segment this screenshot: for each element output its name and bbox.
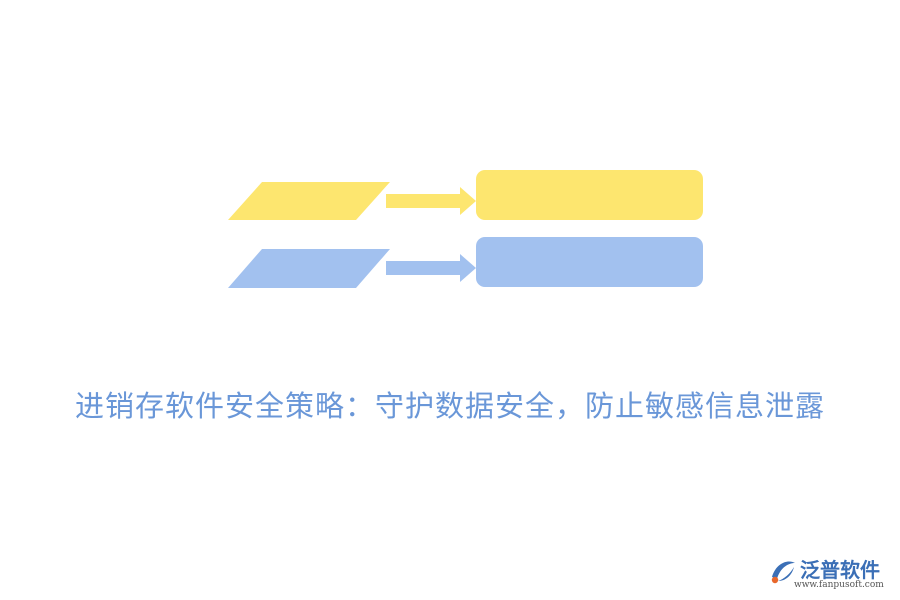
arrow-head-2 xyxy=(460,254,476,282)
output-box-2 xyxy=(476,237,703,287)
flow-row-1 xyxy=(228,170,703,220)
input-parallelogram-1 xyxy=(228,182,390,220)
page-title: 进销存软件安全策略：守护数据安全，防止敏感信息泄露 xyxy=(74,389,825,423)
arrow-shaft-1 xyxy=(386,194,462,208)
logo-url: www.fanpusoft.com xyxy=(794,580,884,590)
arrow-head-1 xyxy=(460,187,476,215)
input-parallelogram-2 xyxy=(228,249,390,288)
fanpu-logo-icon xyxy=(771,561,795,584)
brand-logo: 泛普软件 www.fanpusoft.com xyxy=(768,553,894,593)
flow-row-2 xyxy=(228,237,703,288)
output-box-1 xyxy=(476,170,703,220)
arrow-shaft-2 xyxy=(386,261,462,275)
logo-name: 泛普软件 xyxy=(800,558,880,582)
